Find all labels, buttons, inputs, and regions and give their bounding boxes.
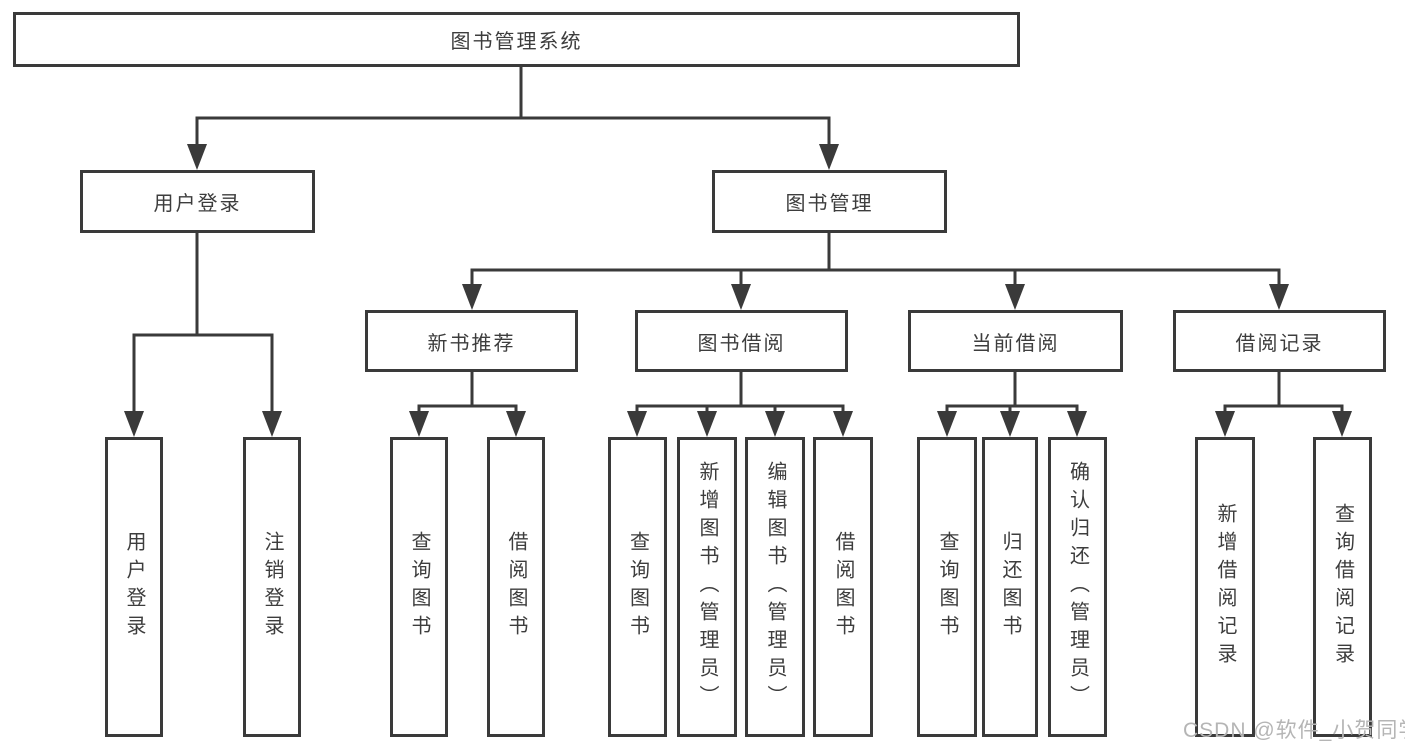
arrow-down-icon <box>1067 411 1087 437</box>
node-leaf-query-books-2: 查询图书 <box>608 437 667 737</box>
arrow-down-icon <box>1269 284 1289 310</box>
arrow-down-icon <box>937 411 957 437</box>
arrow-down-icon <box>731 284 751 310</box>
arrow-down-icon <box>833 411 853 437</box>
node-leaf-query-borrow-record: 查询借阅记录 <box>1313 437 1372 737</box>
arrow-down-icon <box>697 411 717 437</box>
arrow-down-icon <box>627 411 647 437</box>
arrow-down-icon <box>1005 284 1025 310</box>
arrow-down-icon <box>124 411 144 437</box>
arrow-down-icon <box>1332 411 1352 437</box>
node-leaf-user-login: 用户登录 <box>105 437 163 737</box>
node-new-book-recommend: 新书推荐 <box>365 310 578 372</box>
node-leaf-logout: 注销登录 <box>243 437 301 737</box>
arrow-down-icon <box>1000 411 1020 437</box>
node-user-login: 用户登录 <box>80 170 315 233</box>
node-leaf-return-books: 归还图书 <box>982 437 1038 737</box>
connector-new-book-recommend-to-children <box>417 371 518 416</box>
arrow-down-icon <box>1215 411 1235 437</box>
node-current-borrowing: 当前借阅 <box>908 310 1123 372</box>
arrow-down-icon <box>262 411 282 437</box>
connector-current-borrowing-to-children <box>945 371 1079 416</box>
csdn-watermark: CSDN @软件_小贺同学 <box>1183 719 1405 742</box>
arrow-down-icon <box>409 411 429 437</box>
arrow-down-icon <box>462 284 482 310</box>
connector-root-to-level2 <box>195 67 831 150</box>
connector-book-management-to-level3 <box>470 232 1281 290</box>
connector-borrowing-records-to-children <box>1223 371 1344 416</box>
node-leaf-confirm-return-admin: 确认归还（管理员） <box>1048 437 1107 737</box>
arrow-down-icon <box>506 411 526 437</box>
node-borrowing-records: 借阅记录 <box>1173 310 1386 372</box>
node-leaf-add-books-admin: 新增图书（管理员） <box>677 437 737 737</box>
node-book-management: 图书管理 <box>712 170 947 233</box>
arrow-down-icon <box>187 144 207 170</box>
node-leaf-query-books-1: 查询图书 <box>390 437 448 737</box>
arrow-down-icon <box>765 411 785 437</box>
arrow-down-icon <box>819 144 839 170</box>
node-book-borrowing: 图书借阅 <box>635 310 848 372</box>
node-leaf-edit-books-admin: 编辑图书（管理员） <box>745 437 805 737</box>
connector-user-login-to-children <box>132 232 274 416</box>
connector-book-borrowing-to-children <box>635 371 845 416</box>
node-leaf-borrow-books-2: 借阅图书 <box>813 437 873 737</box>
node-leaf-borrow-books-1: 借阅图书 <box>487 437 545 737</box>
node-leaf-query-books-3: 查询图书 <box>917 437 977 737</box>
node-system-root: 图书管理系统 <box>13 12 1020 67</box>
node-leaf-add-borrow-record: 新增借阅记录 <box>1195 437 1255 737</box>
